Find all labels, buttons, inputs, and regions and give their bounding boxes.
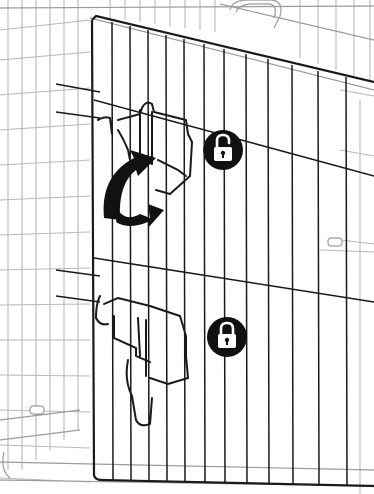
unlocked-padlock-icon — [203, 130, 243, 170]
crate-door — [56, 16, 374, 486]
hinge — [30, 238, 342, 414]
crate-base — [0, 410, 374, 486]
locked-padlock-icon — [207, 317, 247, 357]
crate-handle — [230, 0, 281, 28]
lower-latch — [96, 296, 188, 425]
